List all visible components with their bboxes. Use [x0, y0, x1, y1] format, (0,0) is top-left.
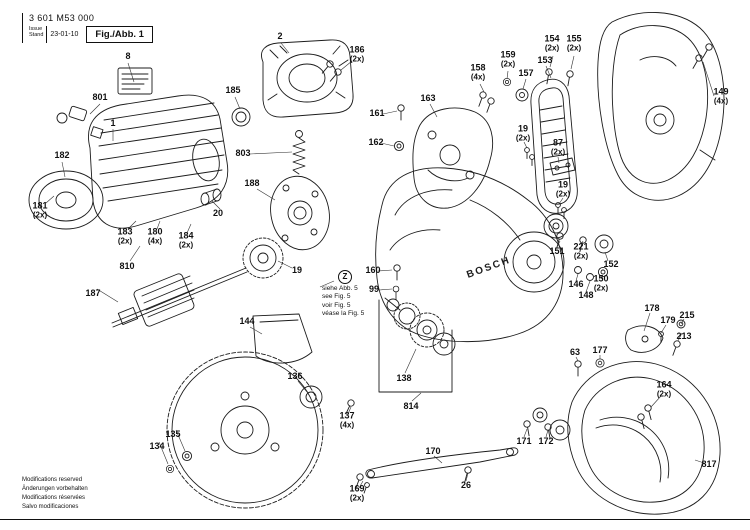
- note-line: voir Fig. 5: [322, 301, 351, 309]
- link-rod-drawing: [365, 447, 519, 479]
- note-line: see Fig. 5: [322, 293, 351, 301]
- footer-line: Modifications réservées: [22, 495, 86, 501]
- modifications-note: Modifications reserved Änderungen vorbeh…: [22, 476, 88, 512]
- belt-hardware-drawing: [475, 67, 575, 114]
- footer-line: Modifications reserved: [22, 477, 83, 483]
- upper-housing-drawing: [412, 107, 494, 209]
- leader-lines: [45, 42, 715, 489]
- blade-flange-drawing: [299, 385, 323, 409]
- motor-housing-drawing: [88, 94, 229, 229]
- clamp-plate-drawing: [549, 157, 576, 176]
- bottom-rule: [0, 519, 750, 520]
- sleeve-drawing: [200, 188, 222, 206]
- z-symbol: Z: [338, 270, 352, 284]
- note-line: véase la Fig. 5: [322, 310, 365, 318]
- saw-blade-drawing: [166, 351, 324, 509]
- spring-screw-drawing: [292, 130, 306, 175]
- issue-date: 23-01-10: [50, 31, 79, 38]
- tensioner-drawing: [594, 234, 614, 254]
- main-housing-drawing: BOSCH: [375, 167, 565, 343]
- cross-reference-note: Z siehe Abb. 5 see Fig. 5 voir Fig. 5 vé…: [322, 270, 364, 319]
- footer-line: Änderungen vorbehalten: [22, 486, 88, 492]
- gear-train-drawing: [384, 297, 456, 356]
- figure-label: Fig./Abb. 1: [86, 26, 153, 43]
- note-line: siehe Abb. 5: [322, 285, 358, 292]
- carbon-brush-drawing: [56, 105, 104, 139]
- stand-label: Stand: [29, 32, 44, 39]
- title-block: 3 601 M53 000 Issue Stand 23-01-10 Fig./…: [22, 13, 153, 43]
- terminal-block-drawing: [117, 67, 153, 95]
- issue-label: Issue: [29, 26, 43, 32]
- end-cap-drawing: [28, 170, 104, 230]
- cover-plate-drawing: [625, 325, 664, 353]
- issue-stand-label: Issue Stand: [29, 26, 48, 43]
- armature-drawing: [111, 237, 284, 328]
- bearing-flange-drawing: [270, 175, 330, 251]
- lower-guard-drawing: [532, 361, 721, 515]
- pulley-drawing: [543, 213, 569, 239]
- document-number: 3 601 M53 000: [29, 13, 95, 23]
- stator-drawing: [261, 39, 354, 118]
- brand-logo: BOSCH: [465, 255, 512, 281]
- baffle-drawing: [252, 313, 313, 364]
- side-cover-drawing: [597, 12, 725, 201]
- drive-belt-drawing: [530, 78, 578, 214]
- footer-line: Salvo modificaciones: [22, 504, 79, 510]
- bearing-drawing: [231, 107, 251, 127]
- bracket-drawing: [378, 299, 453, 393]
